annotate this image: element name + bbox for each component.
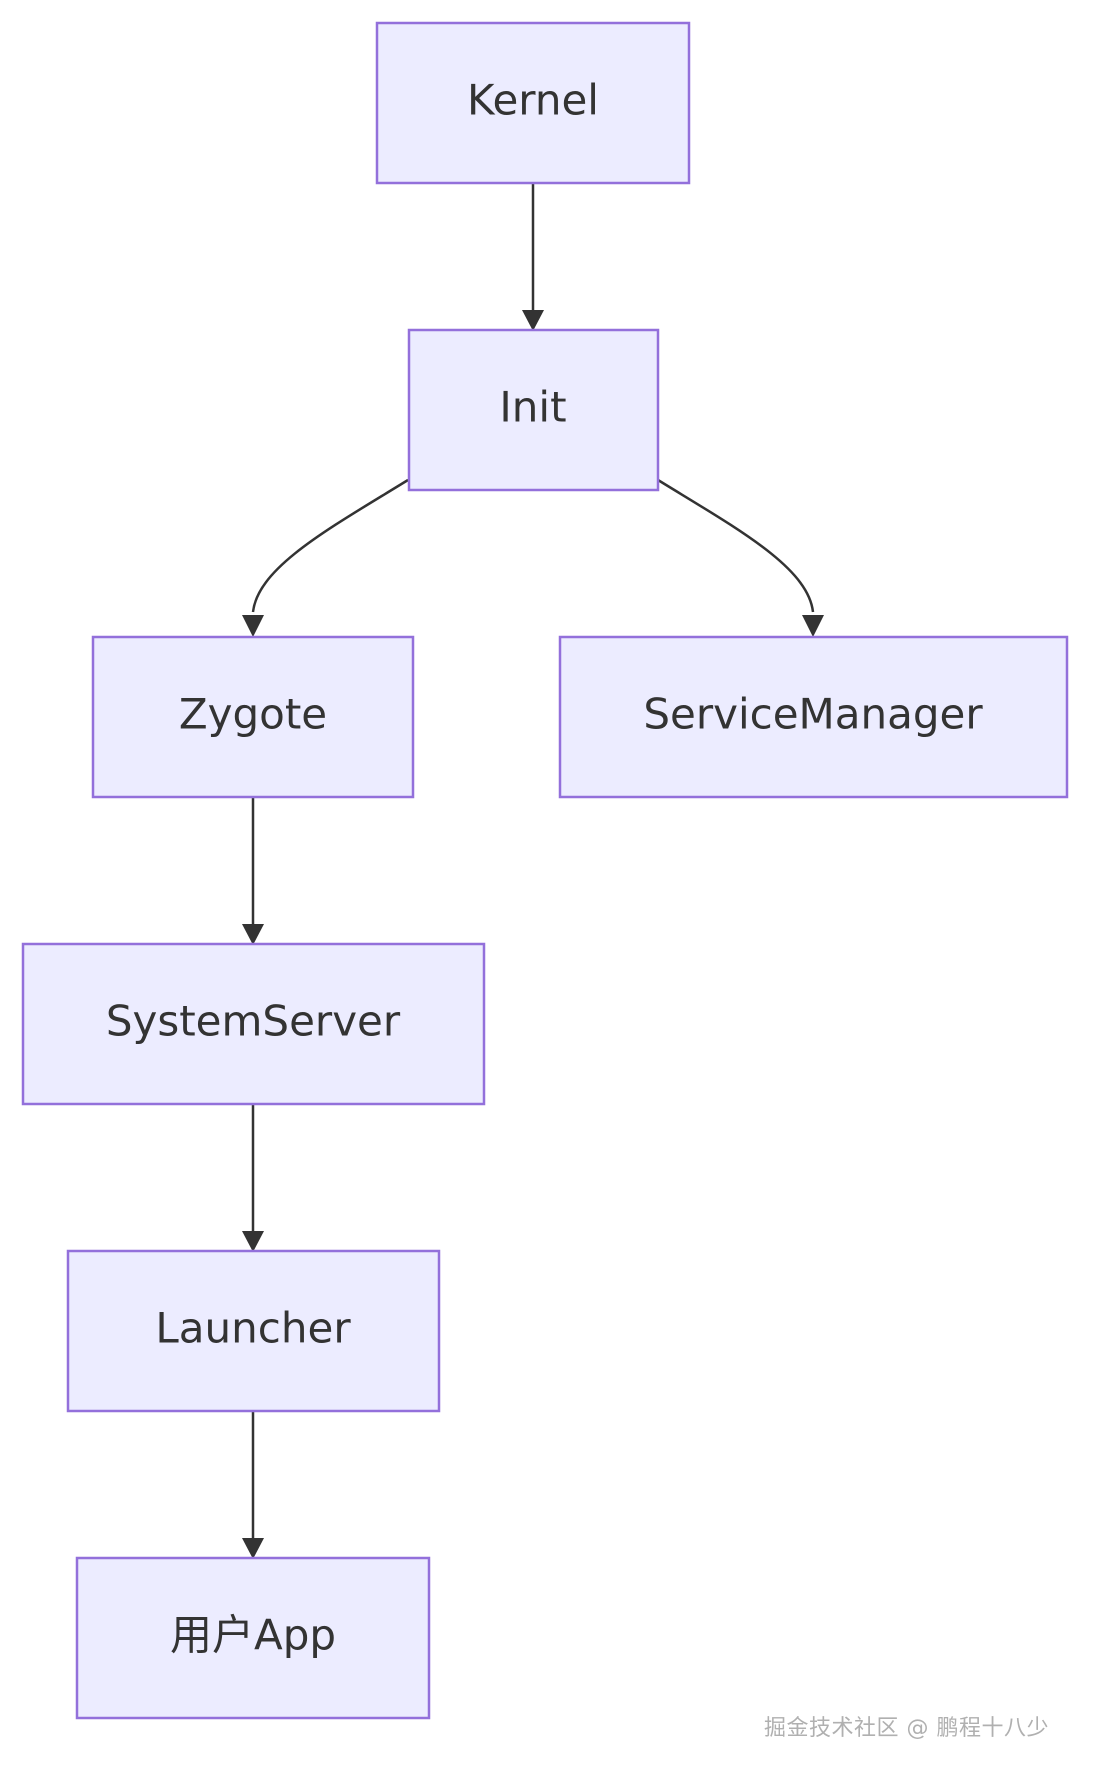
- edge-init-servicemanager: [657, 478, 815, 613]
- node-init-label: Init: [499, 383, 566, 432]
- arrowhead-zygote-systemserver: [242, 924, 264, 945]
- arrowhead-init-zygote: [242, 615, 264, 637]
- node-launcher: Launcher: [66, 1249, 441, 1413]
- node-servicemanager: ServiceManager: [558, 635, 1069, 799]
- arrowhead-launcher-userapp: [242, 1538, 264, 1559]
- node-init: Init: [407, 328, 660, 492]
- node-kernel-label: Kernel: [467, 76, 599, 125]
- node-launcher-label: Launcher: [155, 1304, 351, 1353]
- node-systemserver-label: SystemServer: [106, 997, 401, 1046]
- arrowhead-kernel-init: [522, 310, 544, 331]
- node-userapp-label: 用户App: [170, 1611, 336, 1660]
- node-zygote: Zygote: [91, 635, 415, 799]
- node-userapp: 用户App: [75, 1556, 431, 1720]
- watermark: 掘金技术社区 @ 鹏程十八少: [764, 1716, 1049, 1741]
- node-systemserver: SystemServer: [21, 942, 486, 1106]
- node-servicemanager-label: ServiceManager: [643, 690, 983, 739]
- edges: [242, 183, 824, 1559]
- arrowhead-init-servicemanager: [802, 615, 824, 637]
- arrowhead-systemserver-launcher: [242, 1231, 264, 1252]
- node-kernel: Kernel: [375, 21, 691, 185]
- edge-init-zygote: [251, 478, 409, 613]
- node-zygote-label: Zygote: [179, 690, 327, 739]
